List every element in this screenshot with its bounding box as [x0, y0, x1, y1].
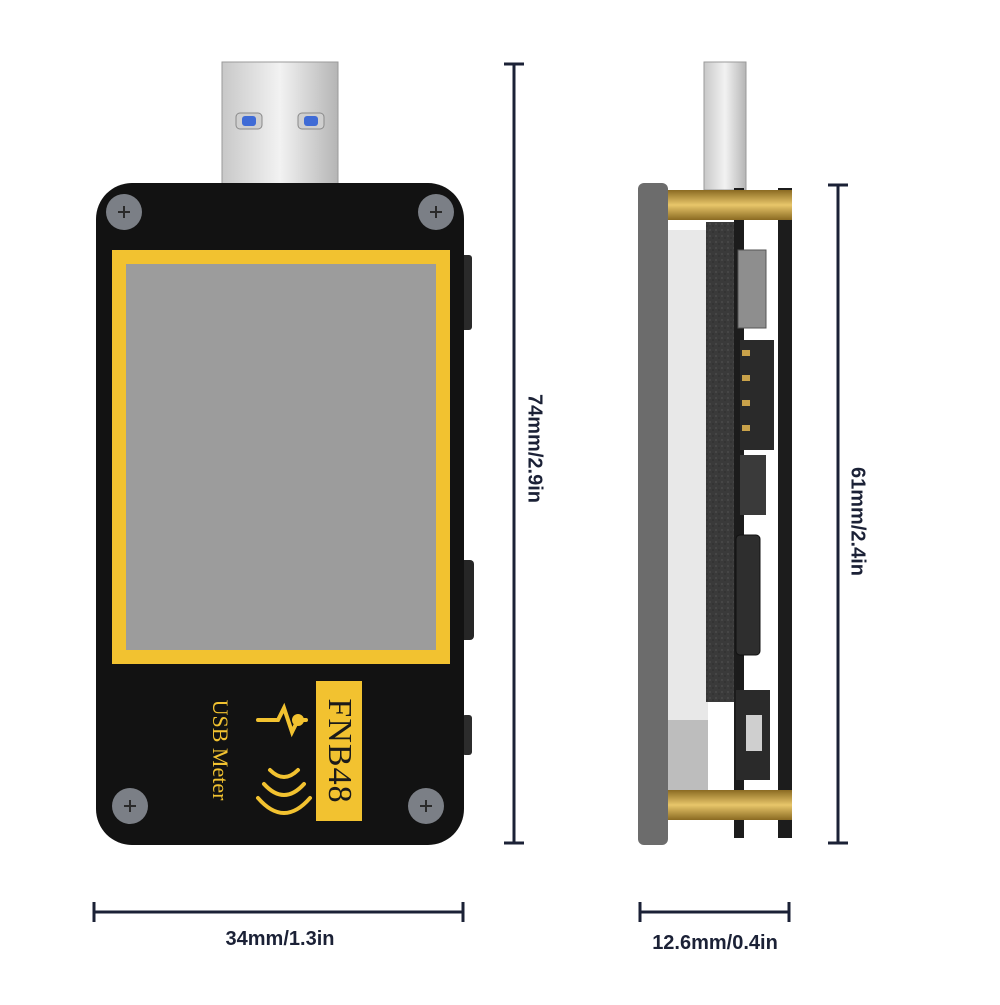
pcb-board: [734, 188, 744, 838]
foam-pad: [706, 222, 734, 702]
model-label-text: FNB48: [321, 698, 358, 804]
screen: [126, 264, 436, 650]
model-label-box: [316, 681, 362, 821]
screw-icon: [106, 194, 454, 824]
product-label: USB Meter: [200, 680, 240, 820]
side-button-bottom: [462, 715, 472, 755]
front-view: [96, 61, 474, 845]
dimension-lines: [92, 62, 848, 922]
brass-standoff-bottom: [668, 790, 792, 820]
product-label-text: USB Meter: [208, 699, 233, 801]
model-label: FNB48: [316, 681, 362, 821]
usb-plug: [221, 61, 339, 188]
usb-plug-side: [703, 61, 747, 191]
side-thickness-dimension: 12.6mm/0.4in: [652, 932, 778, 954]
screen-glass: [668, 230, 708, 720]
side-view: [638, 61, 792, 845]
side-height-dimension: 61mm/2.4in: [846, 467, 869, 576]
front-height-dimension: 74mm/2.9in: [523, 394, 546, 503]
brass-standoff-top: [668, 190, 792, 220]
front-width-dimension: 34mm/1.3in: [225, 928, 335, 950]
waveform-signal-icon: [256, 702, 312, 815]
screen-cover: [638, 183, 668, 845]
